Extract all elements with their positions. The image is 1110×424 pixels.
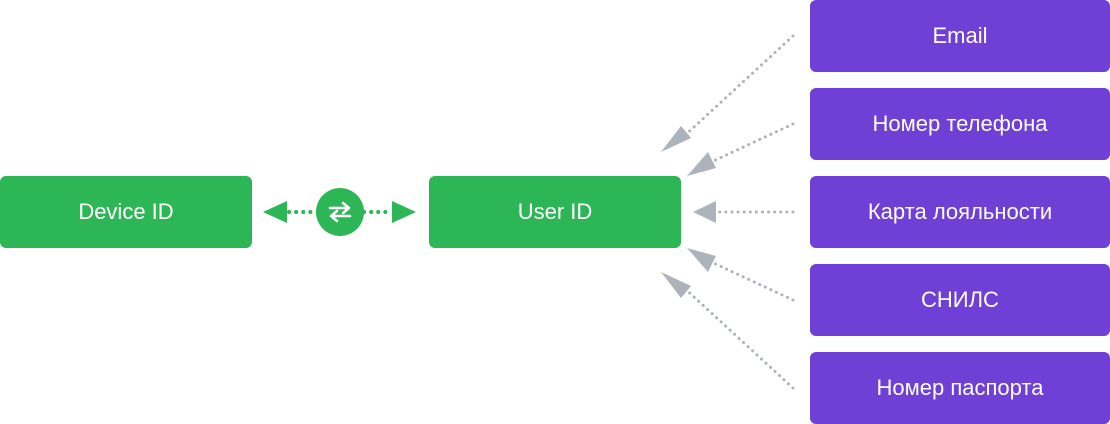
source-node-loyalty-card: Карта лояльности xyxy=(810,176,1110,248)
source-node-phone: Номер телефона xyxy=(810,88,1110,160)
source-node-email: Email xyxy=(810,0,1110,72)
user-arrowhead xyxy=(392,201,416,223)
source-link-snils-line xyxy=(705,258,795,302)
user-id-node: User ID xyxy=(429,176,681,248)
device-arrowhead xyxy=(263,201,287,223)
user-id-label: User ID xyxy=(517,199,593,224)
source-label-loyalty-card: Карта лояльности xyxy=(867,199,1053,224)
device-user-link xyxy=(263,201,416,223)
source-link-email-line xyxy=(680,34,795,140)
device-id-node: Device ID xyxy=(0,176,252,248)
device-id-label: Device ID xyxy=(78,199,174,224)
source-link-snils-arrowhead xyxy=(687,248,716,272)
source-label-email: Email xyxy=(932,23,988,48)
source-link-passport-arrowhead xyxy=(661,272,691,298)
source-link-passport xyxy=(661,272,795,390)
source-link-phone-line xyxy=(705,122,795,166)
source-link-email-arrowhead xyxy=(661,126,691,152)
source-label-snils: СНИЛС xyxy=(921,287,999,312)
source-node-passport: Номер паспорта xyxy=(810,352,1110,424)
source-link-phone xyxy=(687,122,795,176)
source-link-loyalty xyxy=(693,201,795,223)
source-label-passport: Номер паспорта xyxy=(876,375,1044,400)
swap-arrows-icon xyxy=(316,188,364,236)
source-link-email xyxy=(661,34,795,152)
source-link-phone-arrowhead xyxy=(687,152,716,176)
source-link-loyalty-arrowhead xyxy=(693,201,716,223)
source-link-snils xyxy=(687,248,795,302)
source-node-snils: СНИЛС xyxy=(810,264,1110,336)
source-label-phone: Номер телефона xyxy=(872,111,1048,136)
source-link-passport-line xyxy=(680,284,795,390)
swap-arrows-icon-glyph xyxy=(328,201,352,223)
